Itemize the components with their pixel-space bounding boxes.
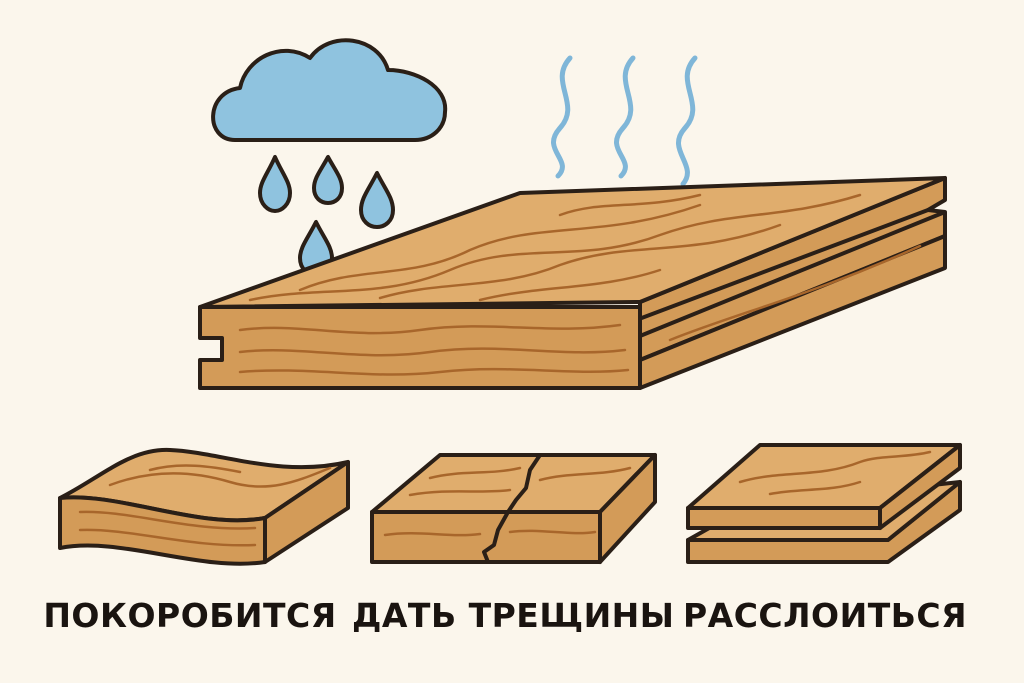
wood-grain (238, 193, 922, 376)
wood-grain (383, 466, 632, 537)
steam-icon (551, 55, 698, 187)
label-warp: ПОКОРОБИТСЯ (43, 596, 337, 635)
wood-grain (738, 450, 932, 496)
delaminated-board (686, 443, 962, 564)
tongue-and-groove-board (198, 176, 947, 390)
label-crack: ДАТЬ ТРЕЩИНЫ (352, 596, 675, 635)
raindrop-icon (258, 155, 395, 277)
label-delaminate: РАССЛОИТЬСЯ (682, 596, 968, 635)
cracked-board (370, 453, 657, 564)
cloud-icon (211, 38, 448, 142)
wood-grain (78, 464, 332, 547)
